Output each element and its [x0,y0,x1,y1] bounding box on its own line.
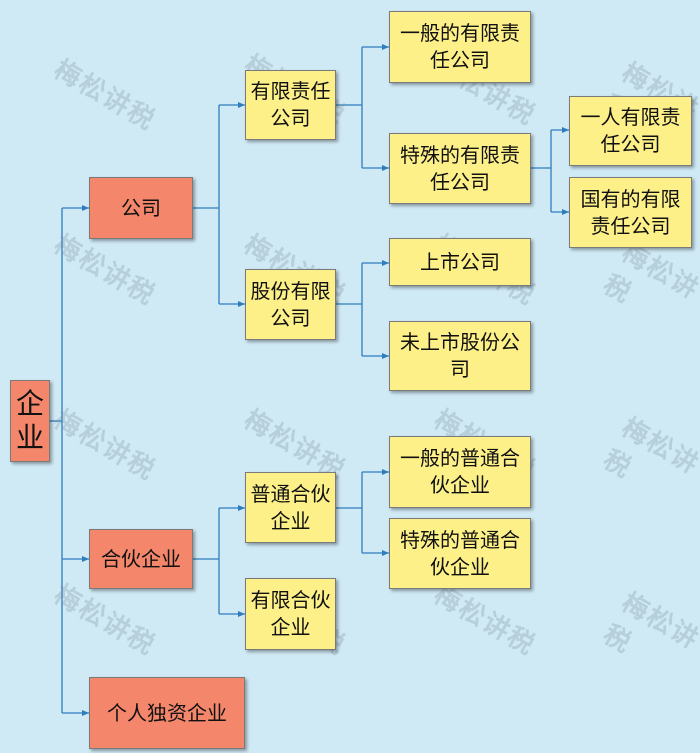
node-youxian-hehuo: 有限合伙企业 [245,578,336,650]
node-hehuo: 合伙企业 [89,529,193,589]
node-label: 个人独资企业 [107,700,227,725]
node-gongsi: 公司 [89,177,193,239]
node-shangshi: 上市公司 [389,238,531,286]
node-label: 一般的普通合伙企业 [400,446,520,497]
node-weishangshi: 未上市股份公司 [389,321,531,391]
node-yiren-youxian: 一人有限责任公司 [569,96,692,166]
node-teshu-youxian: 特殊的有限责任公司 [389,133,531,204]
node-label: 合伙企业 [101,546,181,571]
node-label: 特殊的有限责任公司 [400,142,520,194]
node-label: 股份有限公司 [250,278,331,330]
node-guoyou-youxian: 国有的有限责任公司 [569,177,692,248]
node-label: 公司 [121,195,161,220]
node-label: 国有的有限责任公司 [580,186,681,238]
node-gufen: 股份有限公司 [245,269,336,340]
node-label: 一般的有限责任公司 [400,21,520,72]
node-qiye: 企业 [10,380,50,462]
node-label: 普通合伙企业 [250,481,331,533]
node-label: 企业 [15,387,44,454]
node-label: 上市公司 [420,249,500,274]
node-label: 特殊的普通合伙企业 [400,527,520,579]
node-label: 未上市股份公司 [400,330,520,381]
node-label: 有限责任公司 [250,79,331,130]
node-label: 一人有限责任公司 [580,105,681,156]
node-yiban-youxian: 一般的有限责任公司 [389,11,531,83]
node-youxian: 有限责任公司 [245,70,336,140]
node-yiban-putong: 一般的普通合伙企业 [389,436,531,508]
node-teshu-putong: 特殊的普通合伙企业 [389,518,531,589]
node-geren: 个人独资企业 [89,677,245,749]
node-label: 有限合伙企业 [250,588,331,639]
node-putong-hehuo: 普通合伙企业 [245,472,336,543]
